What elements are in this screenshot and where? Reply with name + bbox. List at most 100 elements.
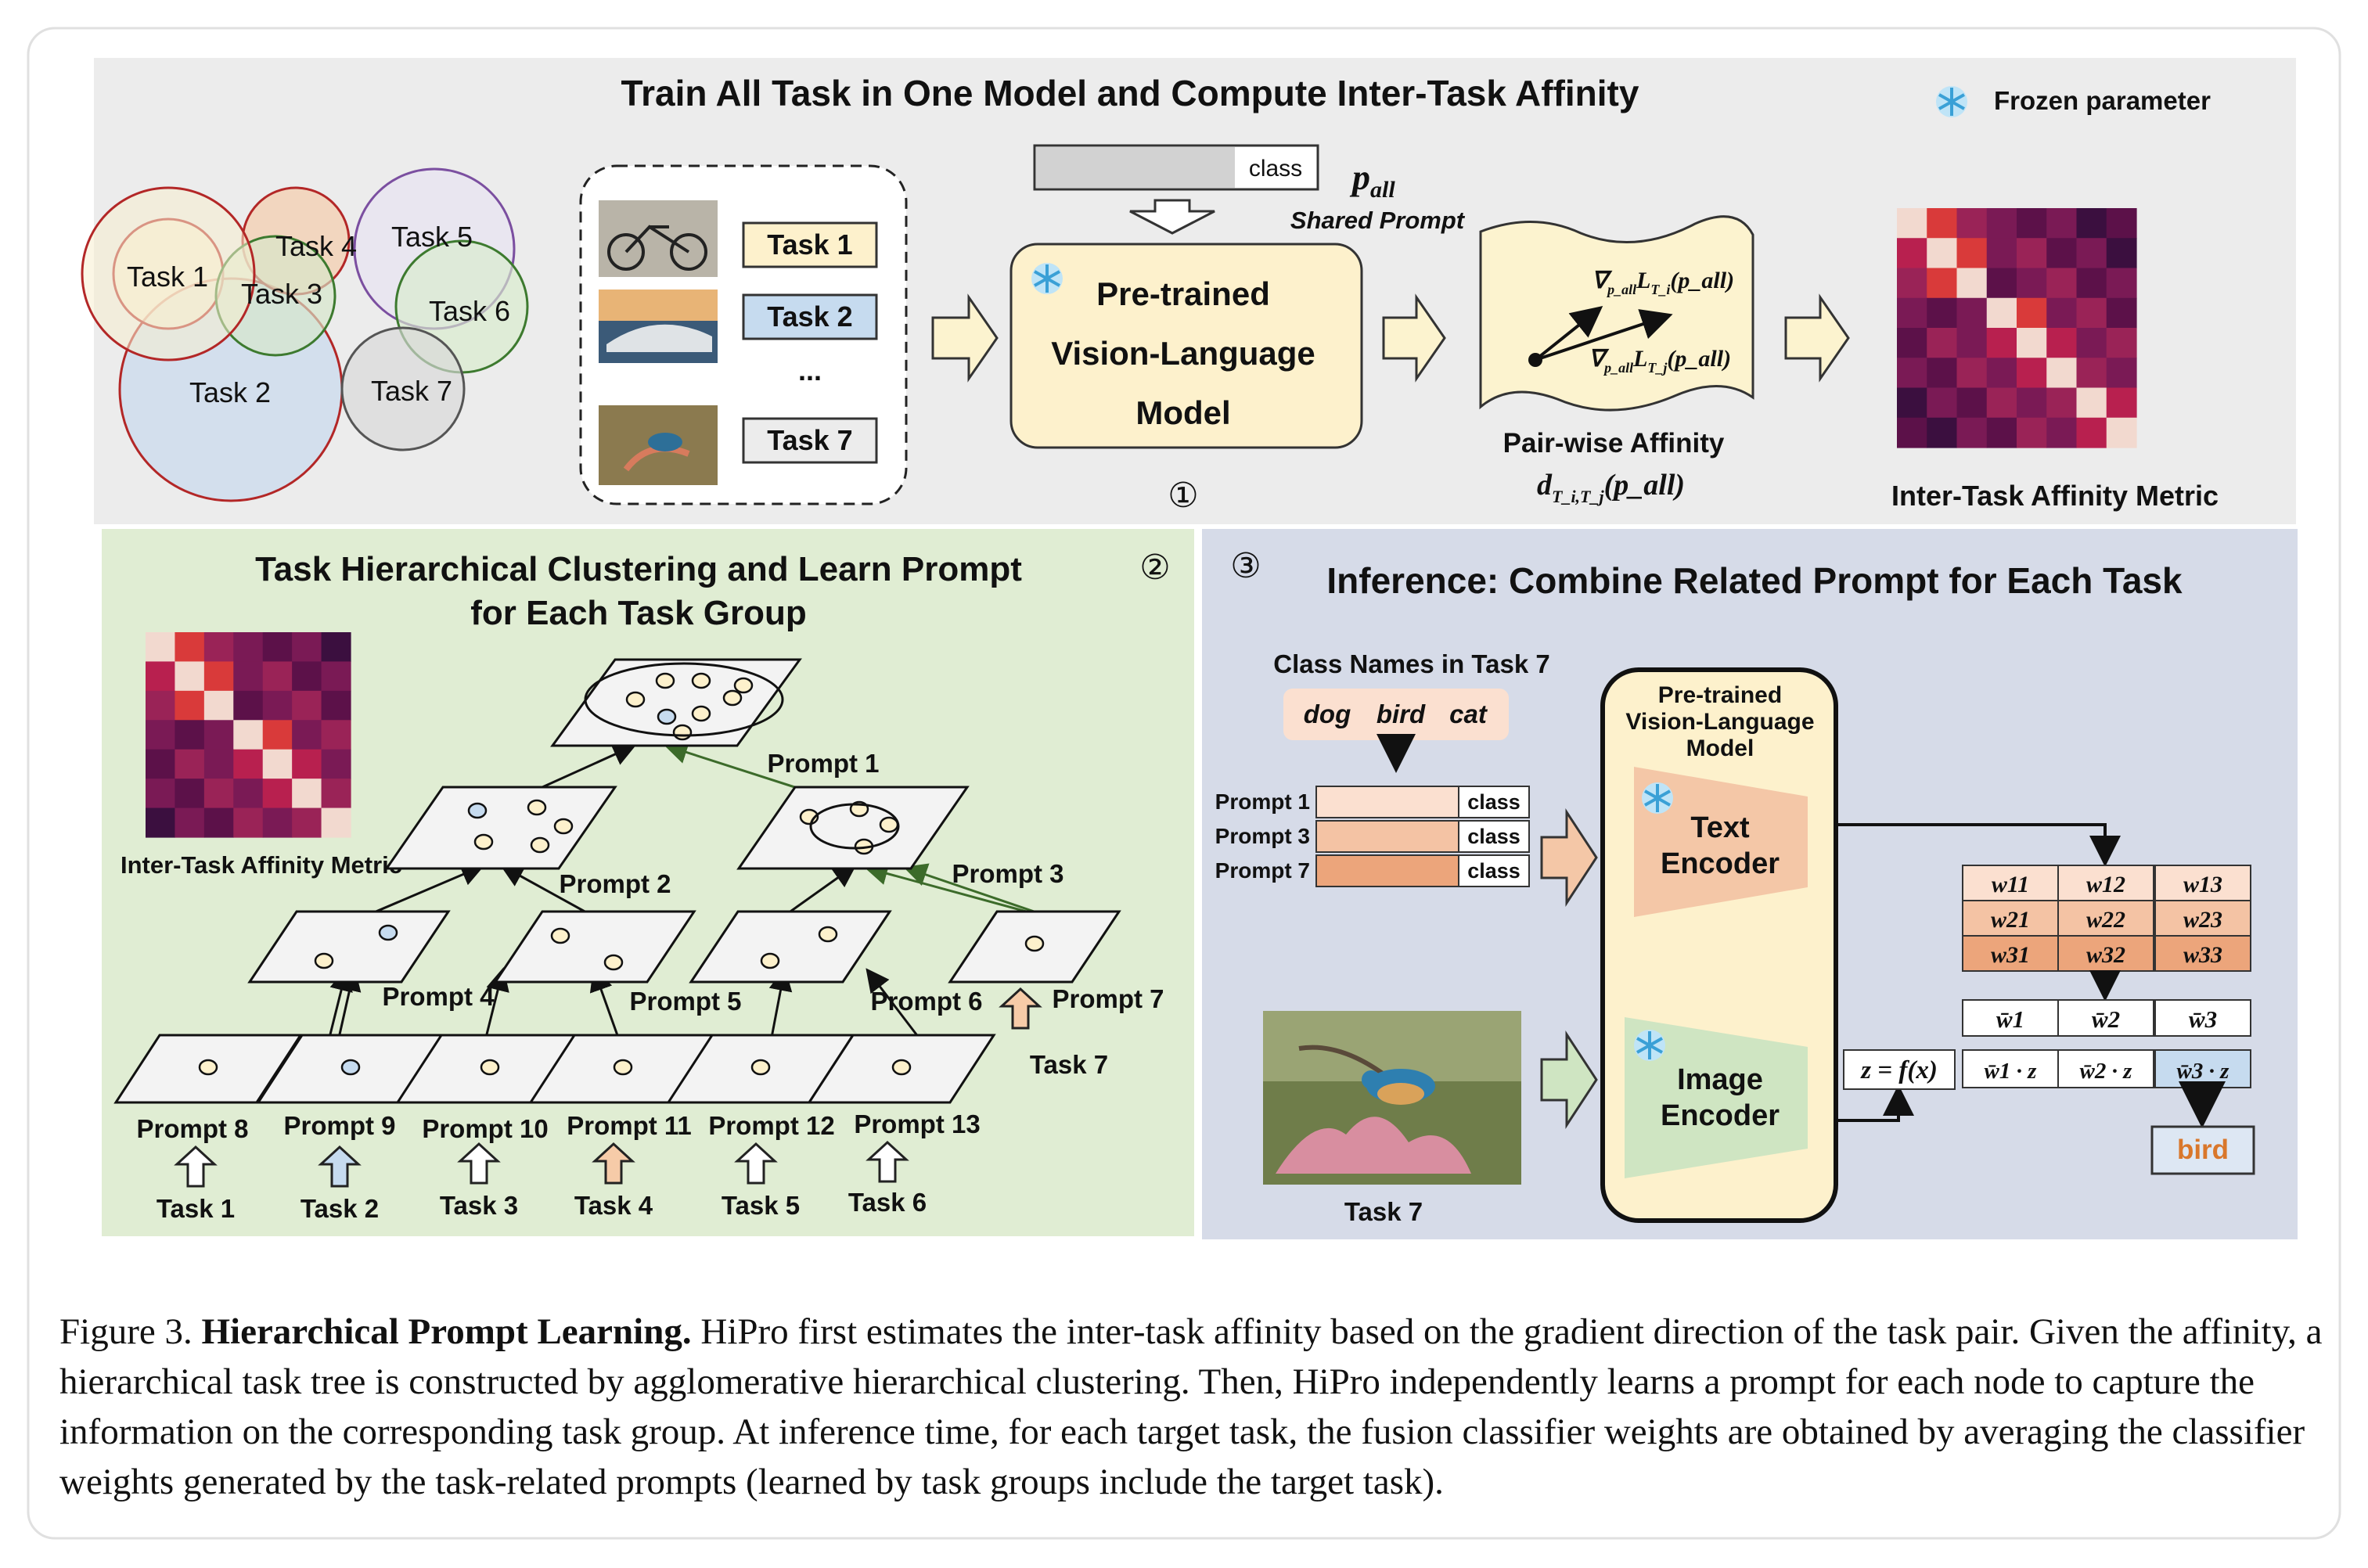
tree-node-plane — [384, 786, 617, 870]
task-node — [378, 924, 398, 941]
weight-cell — [2057, 900, 2154, 937]
caption-text: HiPro first estimates the inter-task aff… — [59, 1311, 2323, 1502]
heatmap-cell — [2076, 417, 2107, 448]
task-node — [467, 802, 488, 819]
class-token — [1458, 854, 1530, 887]
class-name: dog — [1304, 699, 1351, 728]
weight-label: w33 — [2183, 942, 2222, 968]
heatmap-cell — [262, 632, 293, 663]
heatmap-cell — [2076, 328, 2107, 358]
weight-cell — [1962, 900, 2059, 937]
heatmap-cell — [146, 632, 176, 663]
class-name: cat — [1449, 699, 1488, 728]
heatmap-cell — [1986, 417, 2017, 448]
class-names-title: Class Names in Task 7 — [1273, 649, 1549, 678]
venn-label: Task 7 — [371, 375, 452, 407]
tree-edge — [864, 861, 1042, 917]
tree-edge — [903, 863, 1046, 917]
leaf-task-node — [750, 1059, 771, 1076]
task-node — [818, 926, 838, 943]
task-node — [1024, 935, 1045, 952]
heatmap-cell — [1956, 328, 1988, 358]
prompt-label: Prompt 5 — [629, 987, 741, 1016]
heatmap-cell — [146, 807, 176, 838]
heatmap-cell — [292, 779, 322, 809]
heatmap-cell — [292, 807, 322, 838]
affinity-matrix-heatmap — [146, 632, 351, 838]
heatmap-cell — [2017, 417, 2047, 448]
affinity-scroll — [1479, 215, 1754, 412]
task-label: Task 6 — [848, 1188, 927, 1217]
tree-edge — [782, 864, 857, 919]
leaf-task-node — [340, 1059, 361, 1076]
step-3-marker: ③ — [1230, 547, 1261, 585]
tree-root-node — [672, 724, 693, 741]
heatmap-cell — [2046, 358, 2078, 389]
heatmap-cell — [2046, 238, 2078, 269]
pairwise-affinity-label: Pair-wise Affinity — [1503, 428, 1725, 459]
bird-photo — [1263, 1011, 1521, 1185]
heatmap-cell — [203, 749, 234, 779]
heatmap-cell — [146, 779, 176, 809]
shared-prompt-label: Shared Prompt — [1290, 207, 1466, 234]
heatmap-cell — [2106, 387, 2137, 419]
heatmap-cell — [233, 807, 264, 838]
snowflake-icon — [1030, 261, 1064, 296]
prompt-label: Prompt 3 — [952, 859, 1063, 888]
heatmap-cell — [2076, 238, 2107, 269]
venn-label: Task 3 — [241, 278, 322, 310]
heatmap-cell — [262, 779, 293, 809]
heatmap-cell — [1927, 238, 1958, 269]
prompt-label: Prompt 10 — [422, 1114, 548, 1143]
shared-prompt-fill — [1036, 147, 1235, 188]
product-label: w̄1 · z — [1985, 1059, 2038, 1084]
heatmap-cell — [2106, 328, 2137, 358]
heatmap-cell — [1927, 297, 1958, 329]
snowflake-icon — [1934, 85, 1969, 119]
tree-node-plane — [247, 910, 451, 984]
task7-box — [742, 417, 878, 464]
task-input-arrows — [174, 987, 1042, 1188]
z-formula-box — [1843, 1049, 1956, 1090]
task-node — [553, 818, 574, 835]
prompt-label: Prompt 7 — [1052, 984, 1164, 1013]
tree-edge — [499, 865, 596, 919]
heatmap-cell — [321, 779, 351, 809]
heatmap-cell — [233, 690, 264, 721]
tree-root-node — [733, 677, 754, 694]
prompt-label: Prompt 1 — [767, 749, 879, 778]
heatmap-cell — [2046, 297, 2078, 329]
matrix-label: Inter-Task Affinity Metric — [1891, 480, 2219, 512]
heatmap-cell — [1897, 238, 1927, 269]
tree-root-node — [657, 708, 677, 725]
heatmap-cell — [2046, 417, 2078, 448]
p-all-symbol: pall — [1349, 157, 1395, 203]
task-label: Task 5 — [722, 1191, 800, 1220]
task-node — [314, 952, 334, 969]
heatmap-cell — [1897, 208, 1927, 239]
avg-weight-label: w̄1 — [1996, 1005, 2024, 1033]
heatmap-cell — [1927, 268, 1958, 299]
product-label: w̄2 · z — [2080, 1059, 2133, 1084]
flow-arrow — [1784, 293, 1850, 383]
weight-cell — [2057, 935, 2154, 972]
gradient-arrow — [1535, 309, 1673, 361]
tree-root-node — [691, 705, 711, 722]
heatmap-cell — [175, 690, 205, 721]
heatmap-cell — [1986, 358, 2017, 389]
heatmap-cell — [175, 632, 205, 663]
heatmap-cell — [1956, 238, 1988, 269]
heatmap-cell — [292, 690, 322, 721]
tree-edge — [866, 968, 920, 1038]
leaf-task-node — [613, 1059, 633, 1076]
heatmap-cell — [1956, 297, 1988, 329]
task-label: Task 7 — [1030, 1050, 1108, 1079]
prompt-label: Prompt 9 — [283, 1111, 395, 1140]
heatmap-cell — [321, 632, 351, 663]
heatmap-cell — [1897, 387, 1927, 419]
heatmap-cell — [1956, 208, 1988, 239]
avg-weight-cell — [1962, 999, 2059, 1037]
tree-root-node — [691, 672, 711, 689]
